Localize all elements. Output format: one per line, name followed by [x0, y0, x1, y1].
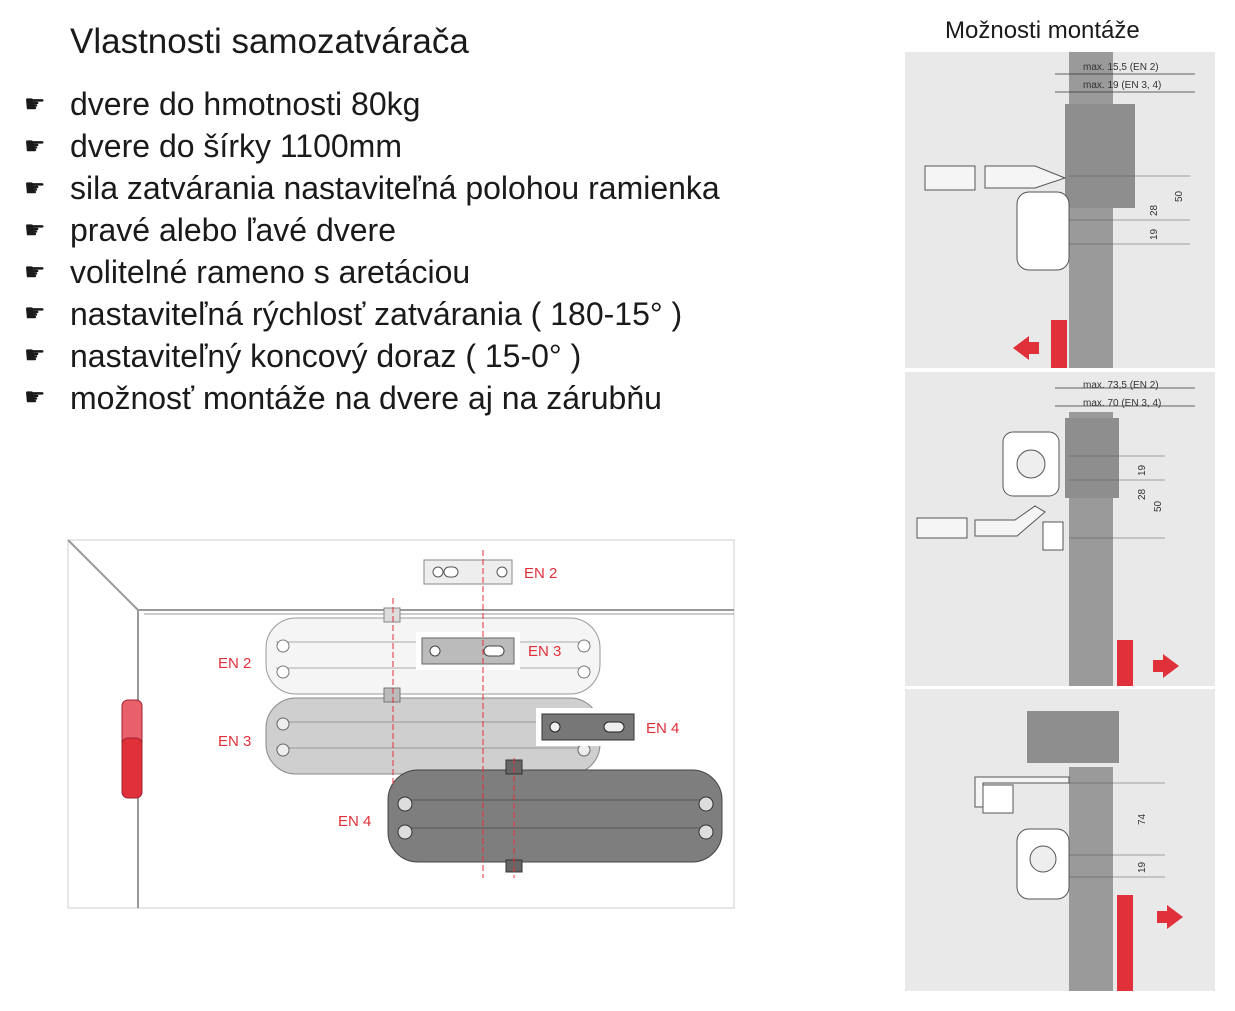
arrow-right-icon: [1157, 905, 1183, 929]
label-en3-closer: EN 3: [218, 733, 251, 750]
feature-text: možnosť montáže na dvere aj na zárubňu: [70, 379, 662, 416]
feature-text: nastaviteľná rýchlosť zatvárania ( 180-1…: [70, 295, 683, 332]
pointing-hand-icon: ☛: [24, 342, 46, 370]
dim-max-en34: max. 19 (EN 3, 4): [1083, 80, 1161, 91]
dim-b: 28: [1149, 204, 1160, 216]
label-en3-plate: EN 3: [528, 643, 561, 660]
page-title: Vlastnosti samozatvárača: [70, 22, 469, 61]
pointing-hand-icon: ☛: [24, 258, 46, 286]
mounting-panel-3: 74 19: [905, 689, 1215, 991]
dim-b: 19: [1137, 861, 1148, 873]
list-item: ☛ volitelné rameno s aretáciou: [24, 252, 720, 294]
mounting-title: Možnosti montáže: [945, 17, 1140, 44]
arrow-left-icon: [1013, 336, 1039, 360]
feature-text: nastaviteľný koncový doraz ( 15-0° ): [70, 337, 582, 374]
dim-a: 74: [1137, 813, 1148, 825]
dim-c: 50: [1153, 500, 1164, 512]
feature-text: dvere do šírky 1100mm: [70, 128, 402, 165]
label-en2-closer: EN 2: [218, 655, 251, 672]
feature-text: volitelné rameno s aretáciou: [70, 254, 471, 290]
hinge: [121, 699, 143, 799]
closer-sizes-diagram: EN 2 EN 3 EN 4 EN 2 EN 3 EN 4: [67, 539, 735, 909]
list-item: ☛ dvere do hmotnosti 80kg: [24, 84, 720, 126]
dim-max-en2: max. 15,5 (EN 2): [1083, 62, 1159, 73]
label-en2-plate: EN 2: [524, 565, 557, 582]
list-item: ☛ možnosť montáže na dvere aj na zárubňu: [24, 377, 720, 419]
mounting-plate-en4: [536, 708, 640, 746]
label-en4-plate: EN 4: [646, 720, 679, 737]
list-item: ☛ nastaviteľná rýchlosť zatvárania ( 180-…: [24, 293, 720, 335]
feature-text: pravé alebo ľavé dvere: [70, 212, 396, 249]
mounting-panel-2: max. 73,5 (EN 2) max. 70 (EN 3, 4) 19 28…: [905, 372, 1215, 686]
dim-a: 19: [1137, 464, 1148, 476]
list-item: ☛ pravé alebo ľavé dvere: [24, 210, 720, 252]
pointing-hand-icon: ☛: [24, 300, 46, 328]
closer-en3: [265, 687, 601, 775]
list-item: ☛ dvere do šírky 1100mm: [24, 126, 720, 168]
label-en4-closer: EN 4: [338, 813, 371, 830]
closer-en4: [387, 759, 723, 873]
dim-max-en34: max. 70 (EN 3, 4): [1083, 398, 1161, 409]
dim-a: 50: [1174, 190, 1185, 202]
pointing-hand-icon: ☛: [24, 90, 46, 118]
dim-b: 28: [1137, 488, 1148, 500]
pointing-hand-icon: ☛: [24, 174, 46, 202]
feature-list: ☛ dvere do hmotnosti 80kg ☛ dvere do šírky…: [24, 84, 720, 419]
feature-text: dvere do hmotnosti 80kg: [70, 86, 421, 123]
mounting-panel-1: max. 15,5 (EN 2) max. 19 (EN 3, 4) 50 28…: [905, 52, 1215, 368]
list-item: ☛ sila zatvárania nastaviteľná polohou ra…: [24, 168, 720, 210]
feature-text: sila zatvárania nastaviteľná polohou ram…: [70, 170, 720, 207]
mounting-plate-en3: [416, 632, 520, 670]
arrow-right-icon: [1153, 654, 1179, 678]
mounting-plate-en2: [423, 559, 513, 585]
pointing-hand-icon: ☛: [24, 216, 46, 244]
dim-max-en2: max. 73,5 (EN 2): [1083, 380, 1159, 391]
dim-c: 19: [1149, 228, 1160, 240]
pointing-hand-icon: ☛: [24, 132, 46, 160]
list-item: ☛ nastaviteľný koncový doraz ( 15-0° ): [24, 335, 720, 377]
pointing-hand-icon: ☛: [24, 384, 46, 412]
